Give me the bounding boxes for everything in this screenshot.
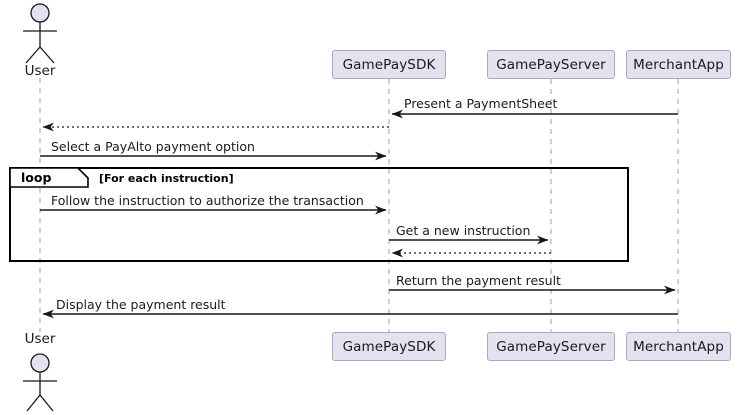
fragment-loop-operator-label: loop (21, 170, 52, 185)
message-label-present-a-paymentsheet: Present a PaymentSheet (404, 96, 558, 111)
participant-gamepayserver-bottom[interactable]: GamePayServer (487, 332, 615, 361)
message-label-display-the-payment-result: Display the payment result (56, 297, 226, 312)
fragment-loop (9, 167, 629, 262)
participant-gamepayserver-top[interactable]: GamePayServer (487, 50, 615, 79)
actor-label-user-top: User (24, 63, 56, 79)
message-label-return-the-payment-result: Return the payment result (396, 273, 561, 288)
fragment-loop-guard-label: [For each instruction] (99, 172, 234, 185)
message-label-get-a-new-instruction: Get a new instruction (396, 223, 531, 238)
actor-user-bottom (23, 353, 57, 412)
fragment-loop-body (9, 167, 629, 262)
message-label-follow-the-instruction-to-authorize-the-transaction: Follow the instruction to authorize the … (51, 193, 364, 208)
message-arrows (40, 109, 678, 319)
participant-merchantapp-bottom[interactable]: MerchantApp (626, 332, 731, 361)
actor-head-icon-bottom (30, 353, 50, 373)
actor-label-user-bottom: User (24, 331, 56, 347)
participant-gamepaysdk-top[interactable]: GamePaySDK (332, 50, 446, 79)
actor-head-icon (30, 3, 50, 23)
participant-gamepaysdk-bottom[interactable]: GamePaySDK (332, 332, 446, 361)
actor-user-top (23, 3, 57, 64)
participant-merchantapp-top[interactable]: MerchantApp (626, 50, 731, 79)
message-label-select-a-payalto-payment-option: Select a PayAlto payment option (51, 139, 255, 154)
fragment-loop-tab (9, 167, 89, 188)
